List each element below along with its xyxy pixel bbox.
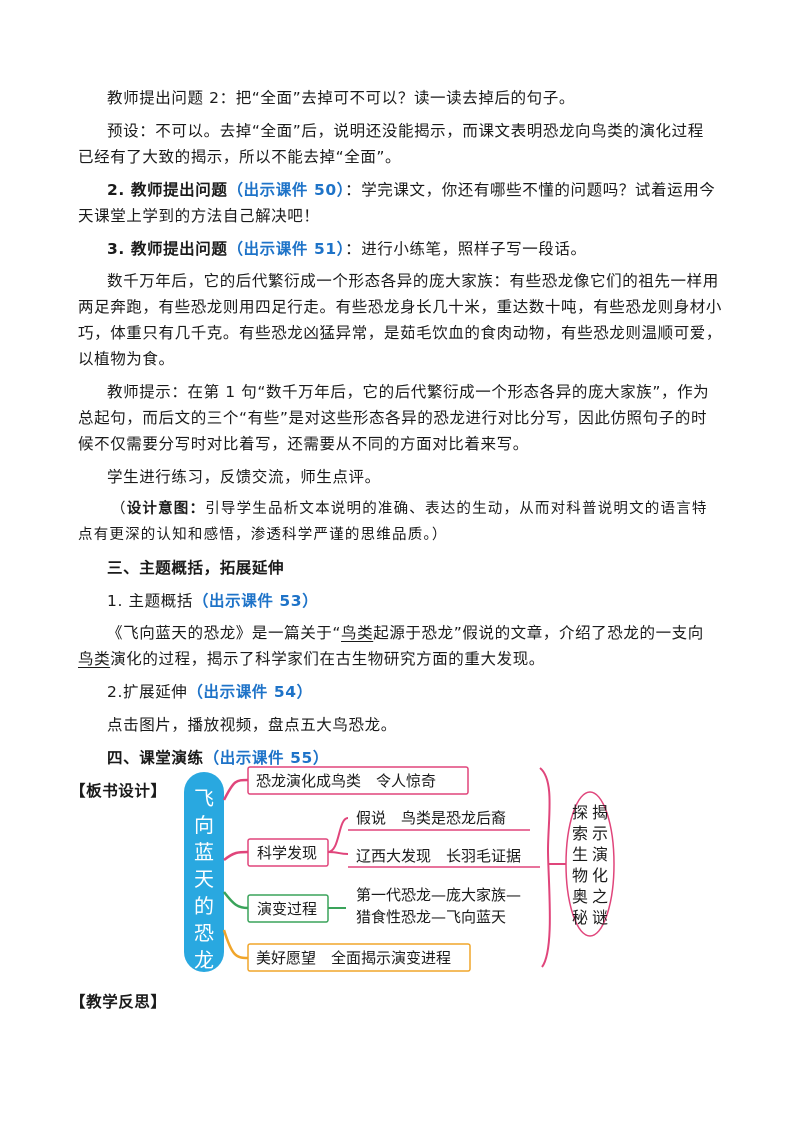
para-theme-summary: 1. 主题概括（出示课件 53）	[107, 591, 318, 611]
section-heading-3: 三、主题概括，拓展延伸	[107, 559, 285, 577]
board-title-char-3: 蓝	[194, 840, 214, 864]
para-item2-line1: 2. 教师提出问题（出示课件 50）：学完课文，你还有哪些不懂的问题吗？试着运用…	[107, 180, 715, 200]
para-item3: 3. 教师提出问题（出示课件 51）：进行小练笔，照样子写一段话。	[107, 239, 587, 259]
branch-1-box	[247, 766, 469, 795]
branch-2-sub-a: 假说 鸟类是恐龙后裔	[356, 809, 506, 827]
keyword-birds: 鸟类	[341, 624, 374, 642]
connector-2	[223, 850, 249, 861]
para-item2-line2: 天课堂上学到的方法自己解决吧！	[78, 207, 320, 225]
item2-text: ：学完课文，你还有哪些不懂的问题吗？试着运用今	[345, 181, 716, 199]
summary-text-b: 起源于恐龙”假说的文章，介绍了恐龙的一支向	[373, 624, 704, 642]
branch-1-text: 恐龙演化成鸟类 令人惊奇	[256, 772, 436, 790]
sc2-char: 演	[592, 845, 608, 864]
sc1-char: 索	[572, 824, 588, 843]
courseware-tag-55: （出示课件 55）	[203, 749, 329, 767]
item3-label: 3. 教师提出问题	[107, 240, 228, 258]
sc2-char: 示	[592, 824, 608, 843]
sc2-char: 谜	[592, 908, 608, 927]
branch-3-text: 演变过程	[257, 900, 317, 918]
section-heading-4-text: 四、课堂演练	[107, 749, 204, 767]
branch-4-text: 美好愿望 全面揭示演变进程	[256, 949, 451, 967]
sc2-char: 揭	[592, 803, 608, 822]
board-design-heading: 【板书设计】	[70, 782, 167, 800]
para-hint-line3: 候不仅需要分写时对比着写，还需要从不同的方面对比着来写。	[78, 435, 529, 453]
sc1-char: 探	[572, 803, 588, 822]
design-intent-line2: 点有更深的认知和感悟，渗透科学严谨的思维品质。）	[78, 527, 448, 543]
board-title-char-4: 天	[194, 867, 214, 891]
para-sample-line1: 数千万年后，它的后代繁衍成一个形态各异的庞大家族：有些恐龙像它们的祖先一样用	[107, 272, 719, 290]
sc1-char: 奥	[572, 887, 588, 906]
board-title-char-7: 龙	[194, 948, 214, 972]
reflection-heading: 【教学反思】	[70, 993, 167, 1011]
board-title-box	[184, 772, 224, 972]
sc1-char: 秘	[572, 908, 588, 927]
summary-bracket	[539, 767, 551, 968]
courseware-tag-51: （出示课件 51）	[227, 240, 346, 258]
design-intent-line1: （设计意图：引导学生品析文本说明的准确、表达的生动，从而对科普说明文的语言特	[111, 499, 708, 519]
board-title-char-2: 向	[194, 813, 214, 837]
extension-label: 2.扩展延伸	[107, 683, 188, 701]
board-diagram: 飞 向 蓝 天 的 恐 龙 恐龙演化成鸟类 令人惊奇 科学发现 假说 鸟类是恐龙…	[184, 766, 615, 972]
design-intent-text: 引导学生品析文本说明的准确、表达的生动，从而对科普说明文的语言特	[205, 501, 708, 517]
sc1-char: 生	[572, 845, 588, 864]
para-practice: 学生进行练习，反馈交流，师生点评。	[107, 468, 381, 486]
theme-summary-label: 1. 主题概括	[107, 592, 193, 610]
courseware-tag-54: （出示课件 54）	[187, 683, 313, 701]
para-sample-line4: 以植物为食。	[78, 350, 175, 368]
connector-3	[223, 891, 249, 910]
sc2-char: 化	[592, 866, 608, 885]
branch-2-text: 科学发现	[257, 844, 317, 862]
design-intent-label: 设计意图：	[126, 500, 206, 517]
keyword-birds-2: 鸟类	[78, 650, 111, 668]
item2-label: 2. 教师提出问题	[107, 181, 228, 199]
summary-oval	[565, 791, 615, 937]
courseware-tag-53: （出示课件 53）	[192, 592, 319, 610]
para-video: 点击图片，播放视频，盘点五大鸟恐龙。	[107, 716, 397, 734]
board-title-char-1: 飞	[194, 786, 214, 810]
para-hint-line2: 总起句，而后文的三个“有些”是对这些形态各异的恐龙进行对比分写，因此仿照句子的时	[78, 409, 708, 427]
para-question-2: 教师提出问题 2：把“全面”去掉可不可以？读一读去掉后的句子。	[107, 89, 575, 107]
branch-3-sub-a: 第一代恐龙—庞大家族—	[356, 886, 521, 904]
para-hint-line1: 教师提示：在第 1 句“数千万年后，它的后代繁衍成一个形态各异的庞大家族”，作为	[107, 383, 710, 401]
item3-text: ：进行小练笔，照样子写一段话。	[345, 240, 587, 258]
para-summary-line2: 鸟类演化的过程，揭示了科学家们在古生物研究方面的重大发现。	[78, 649, 545, 669]
board-title-char-6: 恐	[194, 921, 214, 945]
para-sample-line2: 两足奔跑，有些恐龙则用四足行走。有些恐龙身长几十米，重达数十吨，有些恐龙则身材小	[78, 298, 723, 316]
branch-2-sub-b: 辽西大发现 长羽毛证据	[356, 847, 521, 865]
summary-text-a: 《飞向蓝天的恐龙》是一篇关于“	[107, 624, 342, 642]
para-sample-line3: 巧，体重只有几千克。有些恐龙凶猛异常，是茹毛饮血的食肉动物，有些恐龙则温顺可爱，	[78, 324, 723, 342]
para-summary-line1: 《飞向蓝天的恐龙》是一篇关于“鸟类起源于恐龙”假说的文章，介绍了恐龙的一支向	[107, 623, 704, 643]
design-intent-open: （	[111, 501, 127, 517]
para-extension: 2.扩展延伸（出示课件 54）	[107, 682, 313, 702]
para-preset-line1: 预设：不可以。去掉“全面”后，说明还没能揭示，而课文表明恐龙向鸟类的演化过程	[107, 122, 704, 140]
section-heading-4: 四、课堂演练（出示课件 55）	[107, 748, 329, 768]
branch-4-box	[247, 943, 471, 972]
para-preset-line2: 已经有了大致的揭示，所以不能去掉“全面”。	[78, 148, 402, 166]
branch-2-bracket	[327, 817, 349, 855]
connector-1	[222, 778, 249, 801]
branch-3-sub-b: 猎食性恐龙—飞向蓝天	[356, 908, 506, 926]
courseware-tag-50: （出示课件 50）	[227, 181, 346, 199]
sc2-char: 之	[592, 887, 608, 906]
board-title-char-5: 的	[194, 894, 214, 918]
summary-text-c: 演化的过程，揭示了科学家们在古生物研究方面的重大发现。	[110, 650, 545, 668]
connector-4	[222, 929, 249, 960]
sc1-char: 物	[572, 866, 588, 885]
